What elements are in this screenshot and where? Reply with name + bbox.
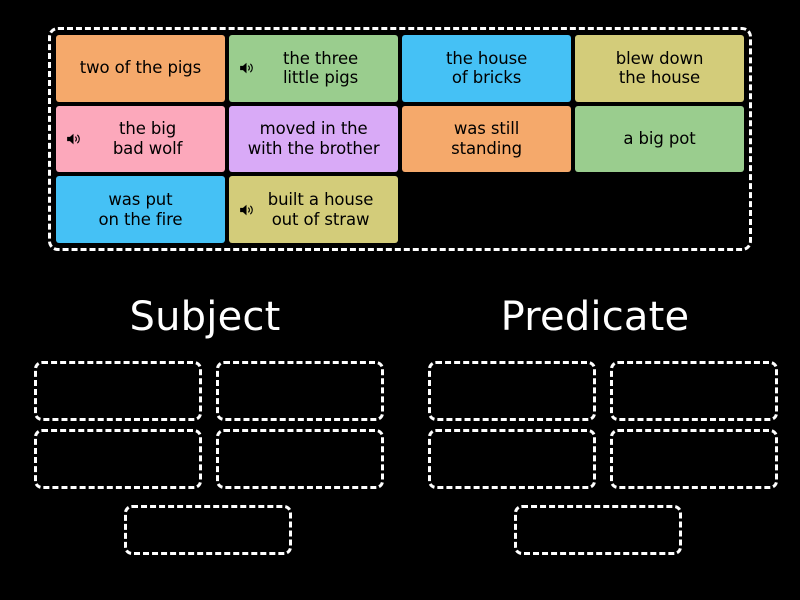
word-tile[interactable]: a big pot — [575, 105, 744, 173]
tile-row: was put on the fire built a house out of… — [56, 176, 744, 244]
category-title-subject: Subject — [129, 294, 281, 340]
tile-label: was put on the fire — [98, 189, 183, 229]
tile-label: blew down the house — [615, 48, 704, 88]
tile-label: moved in the with the brother — [247, 119, 380, 158]
tile-label: built a house out of straw — [267, 189, 374, 229]
word-tile-tray: two of the pigs the three little pigs th… — [48, 27, 752, 251]
category-title-predicate: Predicate — [500, 294, 690, 340]
word-tile[interactable]: two of the pigs — [56, 35, 225, 102]
speaker-icon[interactable] — [238, 201, 255, 218]
tile-label: was still standing — [451, 119, 522, 158]
predicate-dropzone-slot[interactable] — [428, 429, 596, 489]
subject-dropzone-slot[interactable] — [216, 429, 384, 489]
tile-label: the house of bricks — [445, 48, 528, 88]
predicate-dropzone-slot[interactable] — [428, 361, 596, 421]
word-tile[interactable]: built a house out of straw — [228, 176, 399, 244]
subject-dropzone-slot[interactable] — [34, 429, 202, 489]
subject-dropzone-slot[interactable] — [124, 505, 292, 555]
word-tile[interactable]: was still standing — [402, 105, 572, 173]
speaker-icon[interactable] — [238, 60, 255, 77]
word-tile[interactable]: blew down the house — [575, 35, 744, 102]
speaker-icon[interactable] — [65, 131, 82, 148]
tile-row: two of the pigs the three little pigs th… — [56, 35, 744, 102]
predicate-dropzone-slot[interactable] — [514, 505, 682, 555]
tile-label: a big pot — [623, 129, 696, 149]
predicate-dropzone-slot[interactable] — [610, 429, 778, 489]
word-tile[interactable]: the big bad wolf — [56, 105, 226, 173]
tile-rows: two of the pigs the three little pigs th… — [56, 35, 744, 244]
subject-dropzone-slot[interactable] — [216, 361, 384, 421]
word-tile[interactable]: the three little pigs — [228, 35, 399, 102]
tile-label: the three little pigs — [282, 48, 359, 88]
word-tile[interactable]: moved in the with the brother — [229, 105, 399, 173]
subject-dropzone-slot[interactable] — [34, 361, 202, 421]
word-tile[interactable]: was put on the fire — [56, 176, 225, 244]
word-tile[interactable]: the house of bricks — [402, 35, 572, 102]
tile-label: the big bad wolf — [112, 119, 183, 158]
tile-row: the big bad wolf moved in the with the b… — [56, 105, 744, 173]
tile-label: two of the pigs — [79, 58, 202, 78]
predicate-dropzone-slot[interactable] — [610, 361, 778, 421]
